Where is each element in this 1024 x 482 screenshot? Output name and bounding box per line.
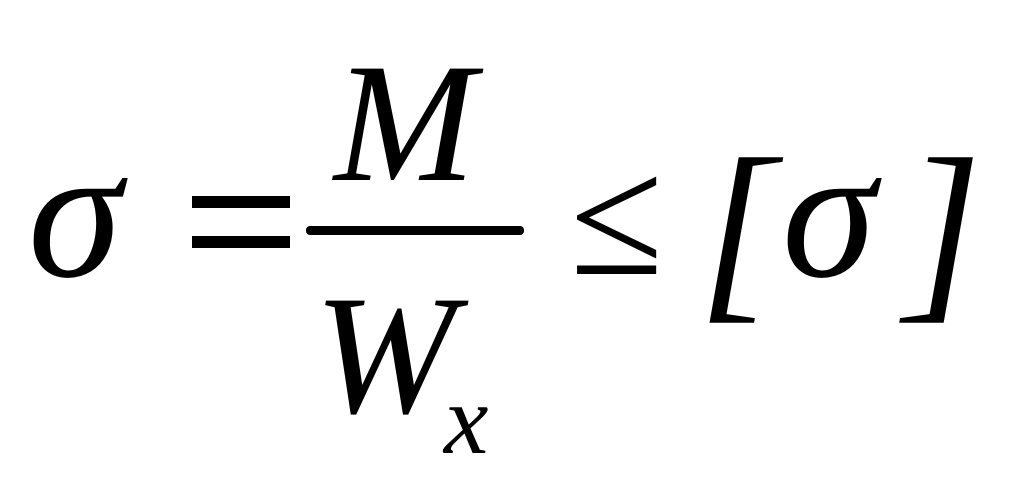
sigma-symbol: σ (28, 108, 122, 318)
denominator-subscript: x (444, 364, 489, 475)
fraction-numerator: M (334, 29, 476, 217)
fraction-denominator: W (314, 261, 456, 449)
less-equal-sign: ≤ (570, 123, 664, 311)
fraction-bar (306, 226, 524, 235)
open-bracket: [ (698, 119, 776, 340)
close-bracket: ] (904, 119, 982, 340)
equals-sign-top-bar (192, 196, 290, 208)
allowable-stress-symbol: σ (782, 108, 876, 318)
equals-sign-bottom-bar (192, 236, 290, 248)
